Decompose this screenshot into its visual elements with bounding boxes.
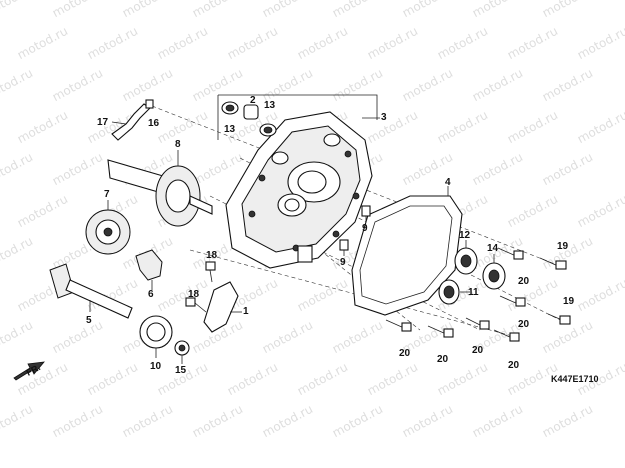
callout-4: 4: [445, 177, 451, 188]
countershaft-gear-7: [85, 209, 131, 255]
callout-20-d: 20: [508, 360, 520, 371]
callout-15: 15: [175, 365, 187, 376]
front-direction-arrow: [13, 361, 45, 381]
callout-20-b: 20: [518, 319, 530, 330]
callout-9-upper: 9: [362, 223, 368, 234]
bolt-18-upper: [205, 261, 216, 283]
bolt-20-d: [493, 329, 520, 342]
callout-6: 6: [148, 289, 154, 300]
callout-10: 10: [150, 361, 162, 372]
callout-12: 12: [459, 230, 471, 241]
collar-2: [243, 104, 259, 120]
bearing-12: [454, 247, 478, 275]
oil-seal-13-b: [259, 123, 277, 137]
callout-18-upper: 18: [206, 250, 218, 261]
callout-20-e: 20: [437, 354, 449, 365]
callout-8: 8: [175, 139, 181, 150]
callout-20-f: 20: [399, 348, 411, 359]
callout-7: 7: [104, 189, 110, 200]
callout-19-upper: 19: [557, 241, 569, 252]
drive-shaft-5: [49, 263, 133, 319]
dowel-pin-lower: [339, 239, 349, 251]
callout-16: 16: [148, 118, 160, 129]
bracket-1: [203, 281, 239, 333]
callout-1: 1: [243, 306, 249, 317]
bolt-19-lower: [547, 313, 571, 325]
callout-17: 17: [97, 117, 109, 128]
callout-5: 5: [86, 315, 92, 326]
bearing-11: [438, 279, 460, 305]
diagram-code: K447E1710: [551, 374, 599, 384]
bolt-20-b: [499, 295, 526, 307]
transmission-case: [225, 111, 373, 269]
bearing-14: [482, 262, 506, 290]
callout-18-lower: 18: [188, 289, 200, 300]
bolt-20-e: [427, 325, 454, 338]
callout-19-lower: 19: [563, 296, 575, 307]
oil-seal-15: [174, 340, 190, 356]
callout-20-c: 20: [472, 345, 484, 356]
bearing-10: [139, 315, 173, 349]
bolt-19-upper: [539, 257, 567, 270]
callout-9-lower: 9: [340, 257, 346, 268]
oil-seal-13-a: [221, 101, 239, 115]
hose-clip-16: [145, 99, 154, 109]
callout-14: 14: [487, 243, 499, 254]
callout-11: 11: [468, 287, 479, 298]
callout-13-b: 13: [264, 100, 276, 111]
leader-line: [111, 121, 127, 125]
callout-3: 3: [381, 112, 387, 123]
callout-20-a: 20: [518, 276, 530, 287]
callout-13-a: 13: [224, 124, 236, 135]
bolt-18-lower: [185, 297, 207, 313]
breather-hose-17: [111, 103, 151, 141]
case-group-outline: [218, 94, 378, 120]
final-shaft-8: [107, 159, 213, 227]
bolt-20-f: [385, 319, 412, 332]
dowel-pin-upper: [361, 205, 371, 217]
bolt-20-c: [465, 317, 490, 330]
pinion-6: [135, 249, 163, 281]
callout-2: 2: [250, 95, 256, 106]
bolt-20-a: [497, 247, 524, 260]
